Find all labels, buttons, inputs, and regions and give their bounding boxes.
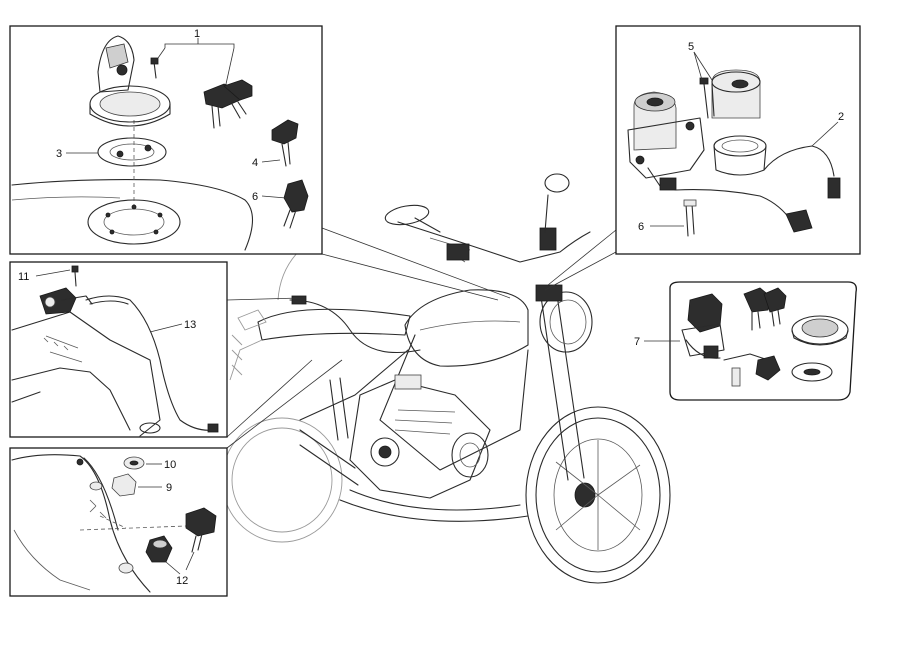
callout-1: 1 <box>194 28 200 40</box>
callout-5: 5 <box>688 41 694 53</box>
callout-4: 4 <box>252 157 258 169</box>
callout-6: 6 <box>252 191 258 203</box>
callout-11: 11 <box>18 271 29 283</box>
callout-9: 9 <box>166 482 172 494</box>
panel-seat-cable: 11 13 <box>9 261 228 438</box>
callout-12: 12 <box>176 575 188 587</box>
panel-ignition-switch: 5 2 6 <box>615 25 861 255</box>
panel-key-kit: 7 <box>634 281 857 401</box>
callout-6: 6 <box>638 221 644 233</box>
callout-13: 13 <box>184 319 196 331</box>
callout-3: 3 <box>56 148 62 160</box>
motorcycle-illustration <box>221 173 671 584</box>
callout-2: 2 <box>838 111 844 123</box>
callout-7: 7 <box>634 336 640 348</box>
panel-leader-lines <box>226 227 617 449</box>
callout-10: 10 <box>164 459 176 471</box>
panel-fuel-cap-keys: 1 3 4 6 <box>9 25 323 255</box>
panel-grommets-keys: 10 9 12 <box>9 447 228 597</box>
